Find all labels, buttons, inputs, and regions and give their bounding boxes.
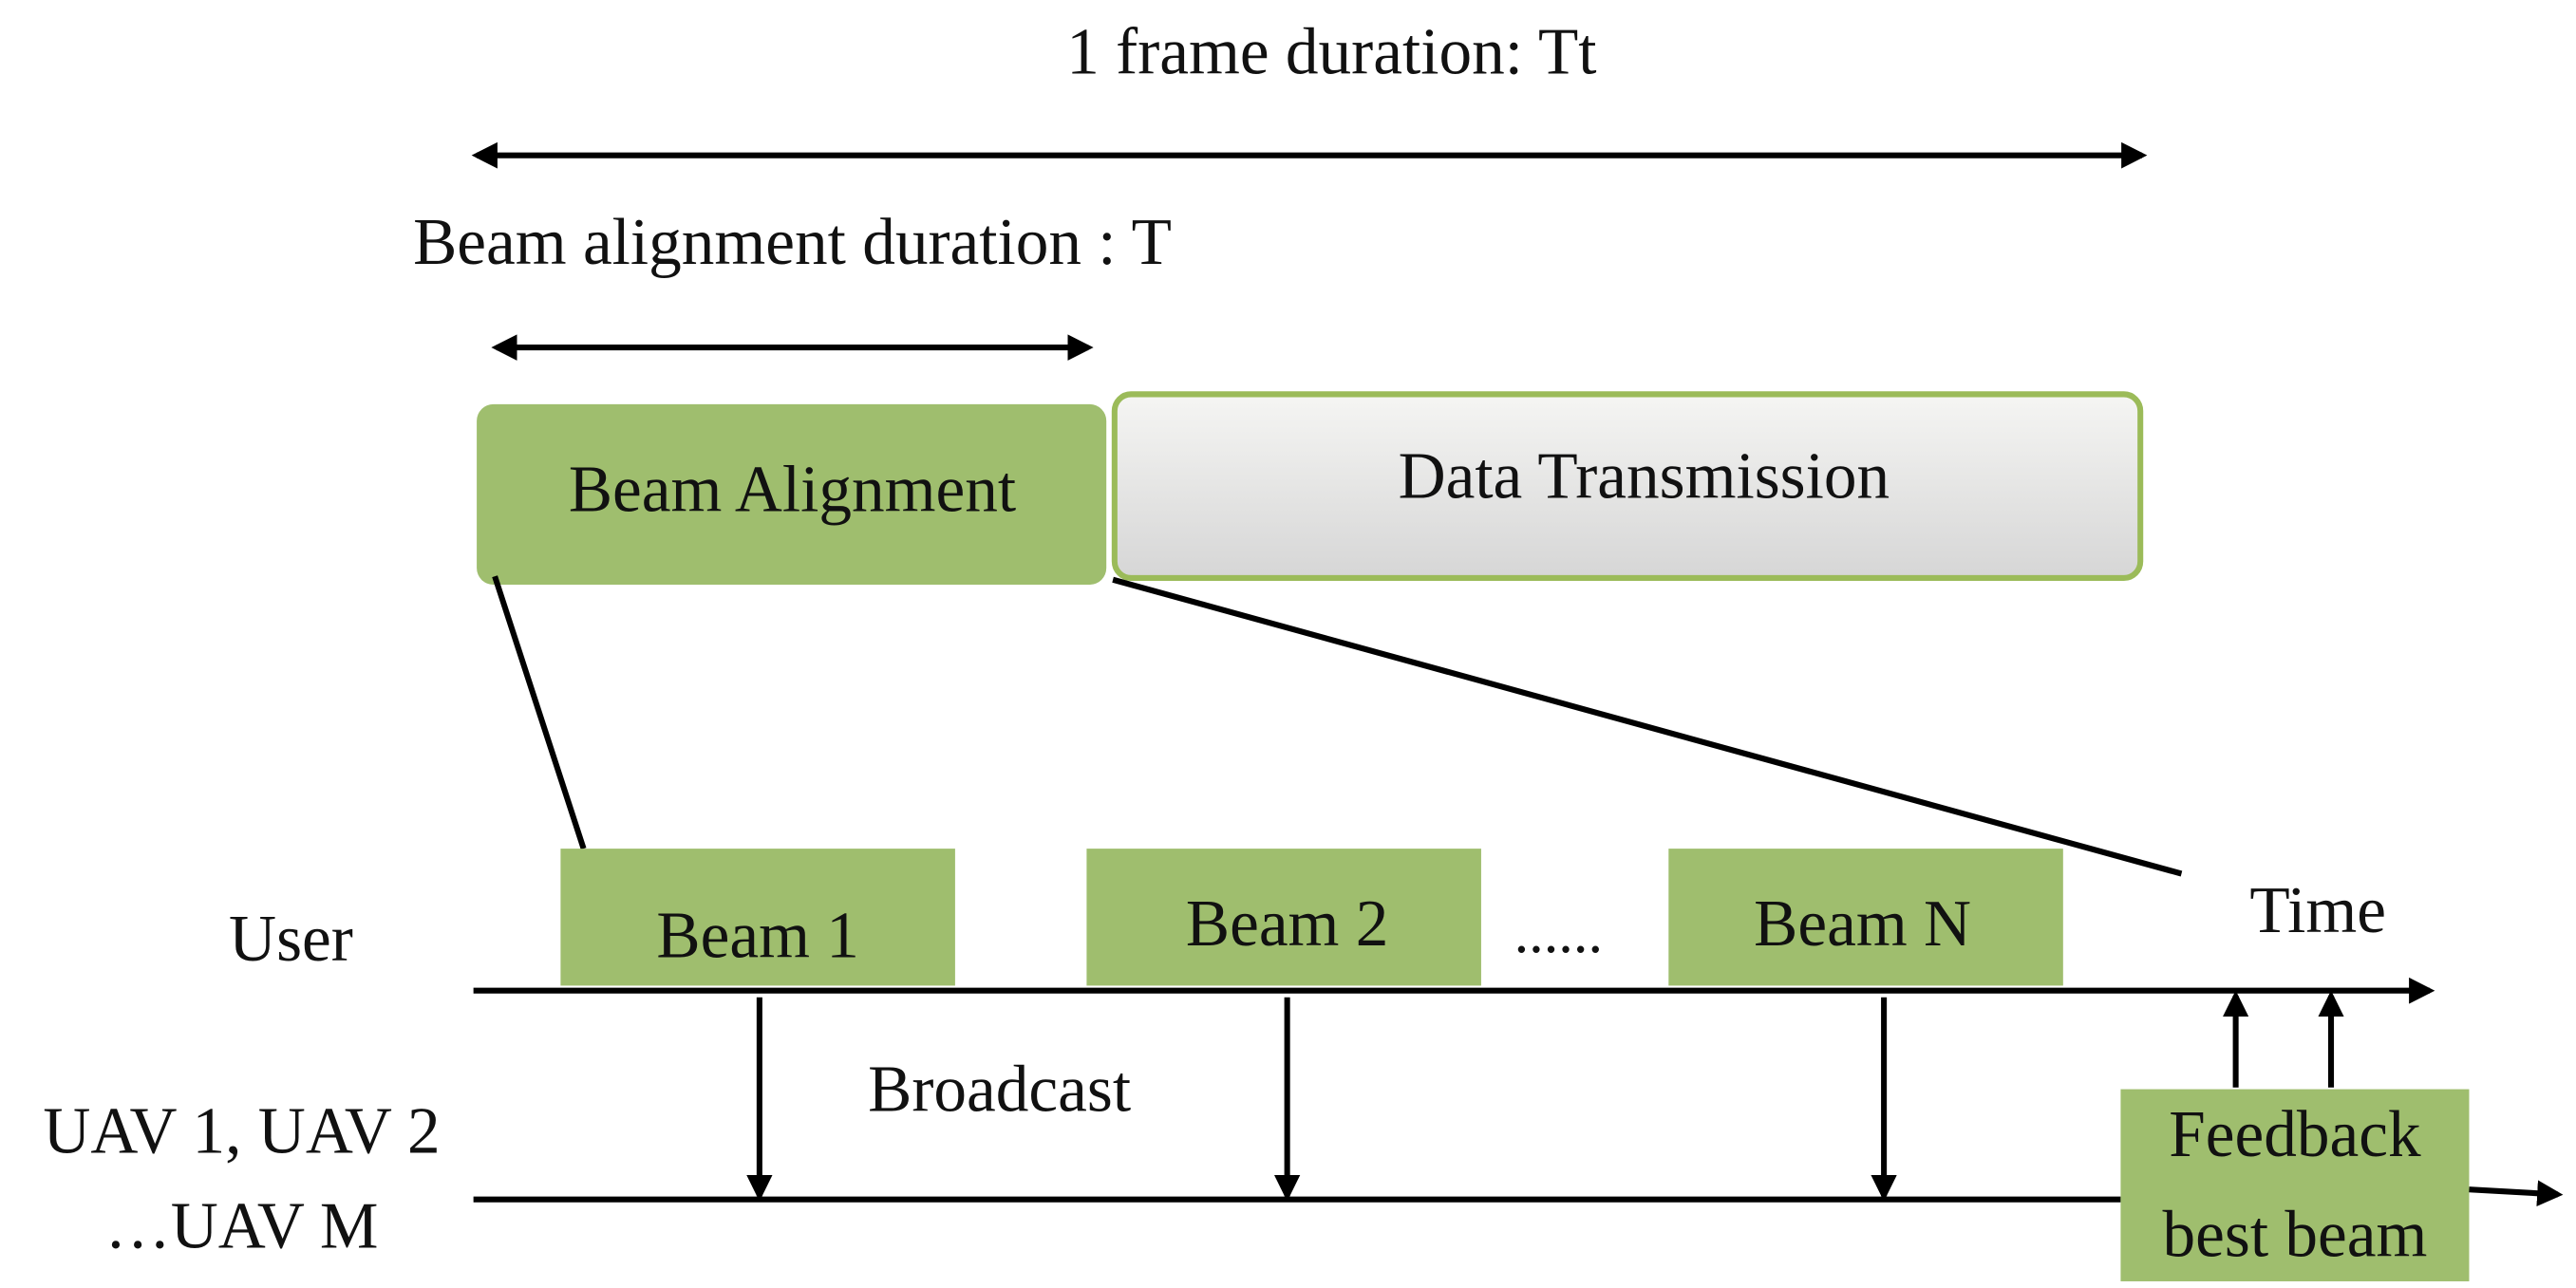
feedback-box: [2120, 1089, 2470, 1281]
beam-box-1-label: Beam 1: [656, 899, 858, 973]
uav-row-label-line2: …UAV M: [105, 1189, 379, 1263]
beam-box-n-label: Beam N: [1754, 887, 1971, 961]
beam-alignment-block: [477, 403, 1107, 586]
data-transmission-block: [1111, 391, 2144, 582]
broadcast-label: Broadcast: [868, 1053, 1131, 1127]
zoom-line-left: [492, 575, 587, 850]
user-row-label: User: [229, 903, 353, 977]
alignment-duration-label: Beam alignment duration : T: [413, 206, 1172, 280]
data-transmission-label: Data Transmission: [1399, 439, 1890, 513]
feedback-label-line1: Feedback: [2169, 1097, 2420, 1171]
beam-box-2: [1086, 849, 1481, 986]
beam-box-1: [560, 849, 955, 986]
time-axis-label: Time: [2249, 874, 2386, 948]
frame-duration-label: 1 frame duration: Tt: [1066, 15, 1596, 89]
beam-alignment-label: Beam Alignment: [569, 453, 1016, 527]
uav-axis-continuation-arrow: [2469, 1180, 2564, 1207]
zoom-line-right: [1112, 576, 2183, 877]
feedback-label-line2: best beam: [2163, 1198, 2428, 1272]
uav-row-label-line1: UAV 1, UAV 2: [43, 1094, 440, 1168]
beam-box-n: [1668, 849, 2063, 986]
beam-ellipsis: ......: [1514, 899, 1603, 966]
beam-box-2-label: Beam 2: [1186, 887, 1388, 961]
